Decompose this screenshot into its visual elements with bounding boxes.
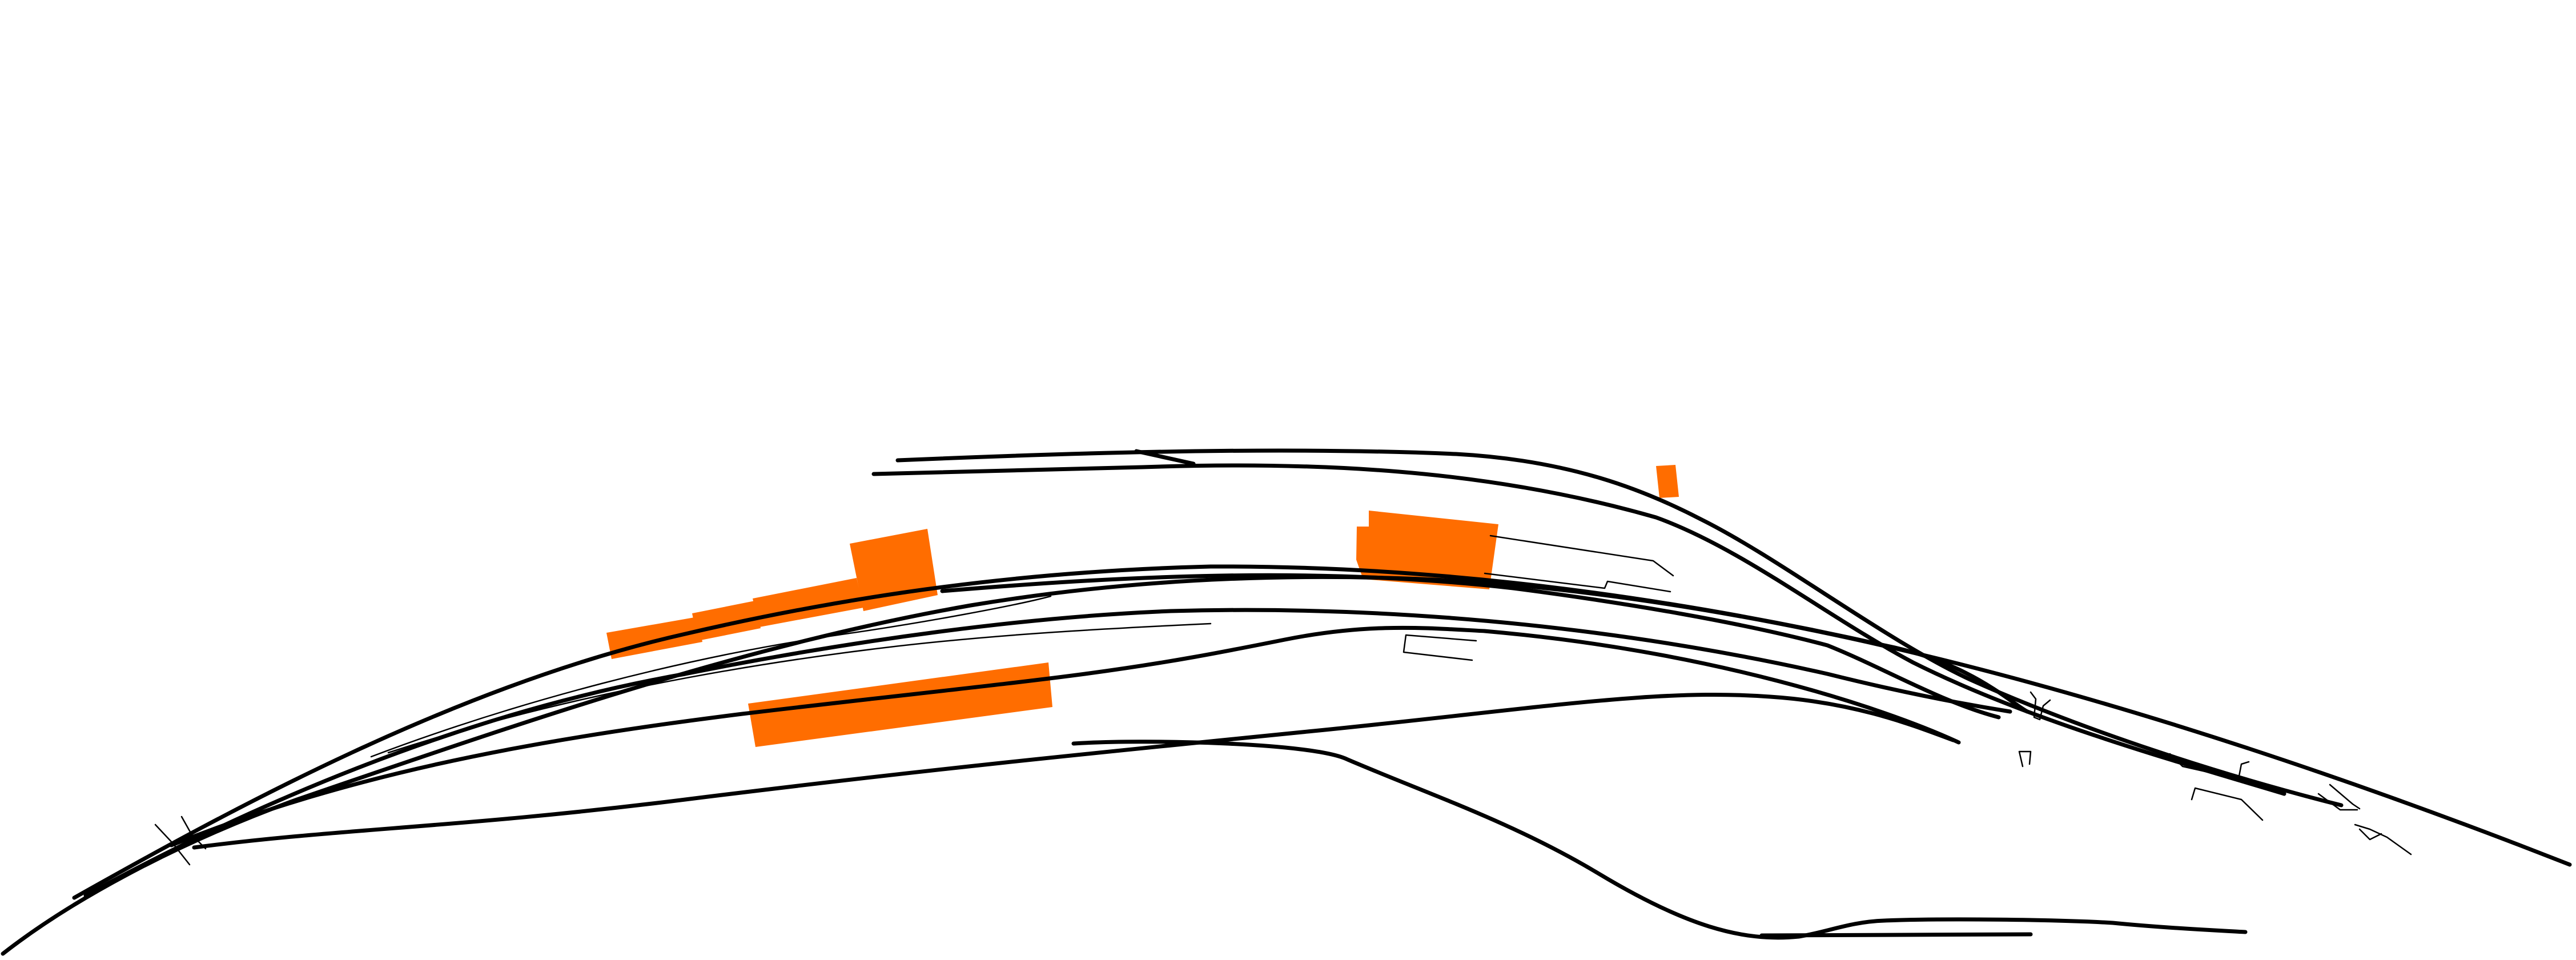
building-west-platform-annex	[692, 601, 761, 641]
fence-east-6	[2329, 784, 2361, 810]
track-station-siding	[169, 625, 1961, 847]
fence-east-2	[2018, 750, 2032, 768]
track-southern-loop	[192, 692, 1955, 850]
building-long-warehouse	[748, 662, 1052, 747]
railway-tracks-layer	[1, 448, 2572, 956]
platform-edge-west-lower	[387, 622, 1212, 754]
fence-east-1	[2030, 691, 2051, 721]
track-southern-freight	[1071, 740, 2248, 940]
track-northern-upper	[895, 448, 2344, 808]
platform-edge-west-upper	[370, 595, 1052, 758]
platform-box-center	[1402, 634, 1477, 661]
fence-east-8	[2354, 824, 2412, 855]
platform-edge-east-upper	[1489, 535, 1674, 577]
platform-edge-east-lower	[1484, 572, 1671, 593]
track-northern-lower	[871, 463, 2286, 796]
building-small-signal-box	[1656, 465, 1679, 498]
fence-east-4	[2191, 787, 2264, 821]
track-station-branch	[940, 573, 2001, 720]
track-southern-end-spur	[1759, 932, 2033, 938]
track-station-middle	[83, 608, 2012, 898]
track-northern-crossover	[1134, 449, 1196, 466]
fence-east-7	[2358, 828, 2382, 841]
track-station-upper	[72, 564, 2030, 900]
platform-edges-layer	[154, 535, 2412, 866]
fence-east-5	[2317, 793, 2358, 811]
building-station-hall-east	[1356, 511, 1498, 589]
